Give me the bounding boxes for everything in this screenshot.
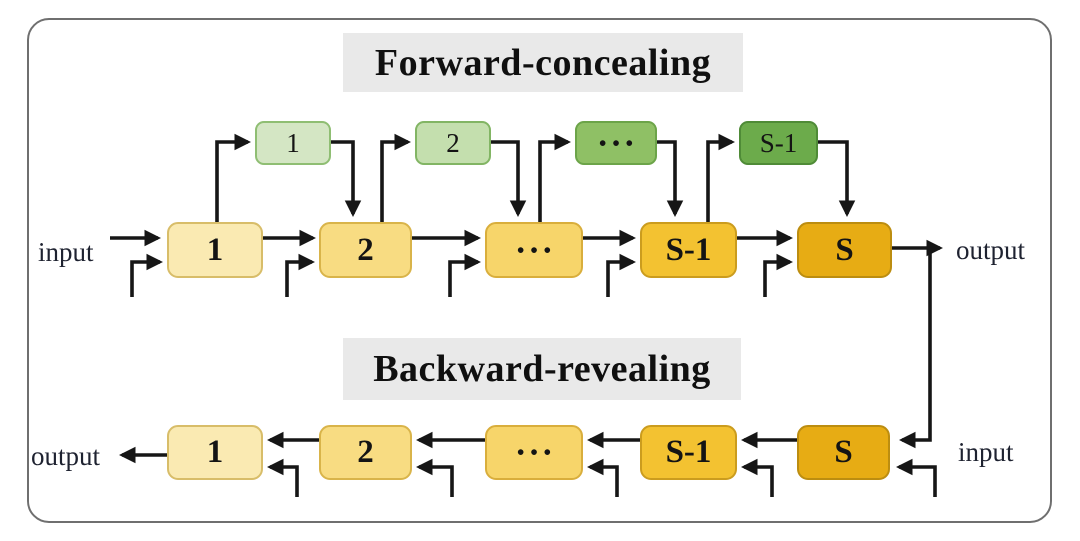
- forward-stage-box-2: 2: [319, 222, 412, 278]
- forward-concealing-title: Forward-concealing: [343, 33, 743, 92]
- concealing-box-1: 1: [255, 121, 331, 165]
- backward-stage-box-1: 1: [167, 425, 263, 480]
- forward-stage-box-ellipsis: •••: [485, 222, 583, 278]
- forward-stage-box-s-minus-1: S-1: [640, 222, 737, 278]
- forward-input-label: input: [38, 237, 94, 267]
- backward-input-label: input: [958, 437, 1014, 467]
- forward-stage-box-1: 1: [167, 222, 263, 278]
- backward-stage-box-s: S: [797, 425, 890, 480]
- backward-stage-box-2: 2: [319, 425, 412, 480]
- backward-revealing-title: Backward-revealing: [343, 338, 741, 400]
- backward-stage-box-s-minus-1: S-1: [640, 425, 737, 480]
- concealing-box-s-minus-1: S-1: [739, 121, 818, 165]
- backward-output-label: output: [31, 441, 101, 471]
- backward-stage-box-ellipsis: •••: [485, 425, 583, 480]
- concealing-box-2: 2: [415, 121, 491, 165]
- concealing-box-ellipsis: •••: [575, 121, 657, 165]
- forward-output-label: output: [956, 235, 1026, 265]
- forward-stage-box-s: S: [797, 222, 892, 278]
